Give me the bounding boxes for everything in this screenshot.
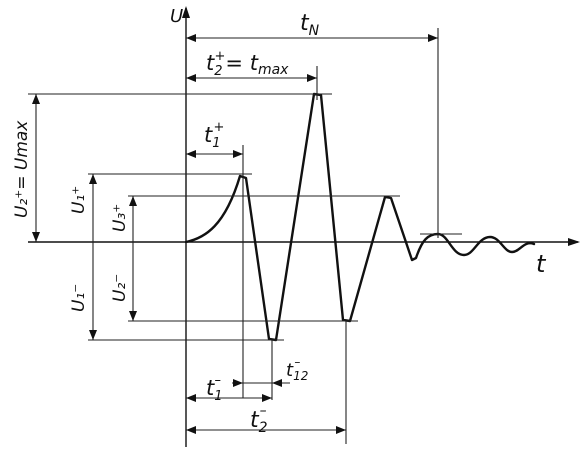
y-axis-arrow xyxy=(182,6,190,18)
waveform-curve xyxy=(184,92,536,342)
voltage-labels: U₂⁺= Umax U₁⁺ U₃⁺ U₂⁻ U₁⁻ xyxy=(12,120,130,312)
u1plus-label: U₁⁺ xyxy=(69,186,89,214)
horizontal-dimensions xyxy=(186,34,438,434)
x-axis-label: t xyxy=(536,250,547,278)
vertical-dimensions xyxy=(32,94,137,340)
y-axis-label: U xyxy=(170,6,183,27)
t2max-label: t2+= tmax xyxy=(206,49,289,79)
extension-lines xyxy=(28,93,462,341)
u3plus-label: U₃⁺ xyxy=(110,204,130,232)
vertical-extension-lines xyxy=(242,28,439,444)
t12-label: t12– xyxy=(286,355,308,383)
axes: U t xyxy=(28,6,580,447)
t1minus-label: t1– xyxy=(206,373,223,404)
t1plus-label: t1+ xyxy=(204,120,224,151)
u2minus-label: U₂⁻ xyxy=(110,274,130,302)
t2minus-label: t2– xyxy=(250,403,268,436)
u1minus-label: U₁⁻ xyxy=(69,284,89,312)
x-axis-arrow xyxy=(568,238,580,246)
umax-label: U₂⁺= Umax xyxy=(12,120,32,218)
time-labels: tN t2+= tmax t1+ t12– t1– t2– xyxy=(204,11,320,436)
tN-label: tN xyxy=(300,11,320,39)
